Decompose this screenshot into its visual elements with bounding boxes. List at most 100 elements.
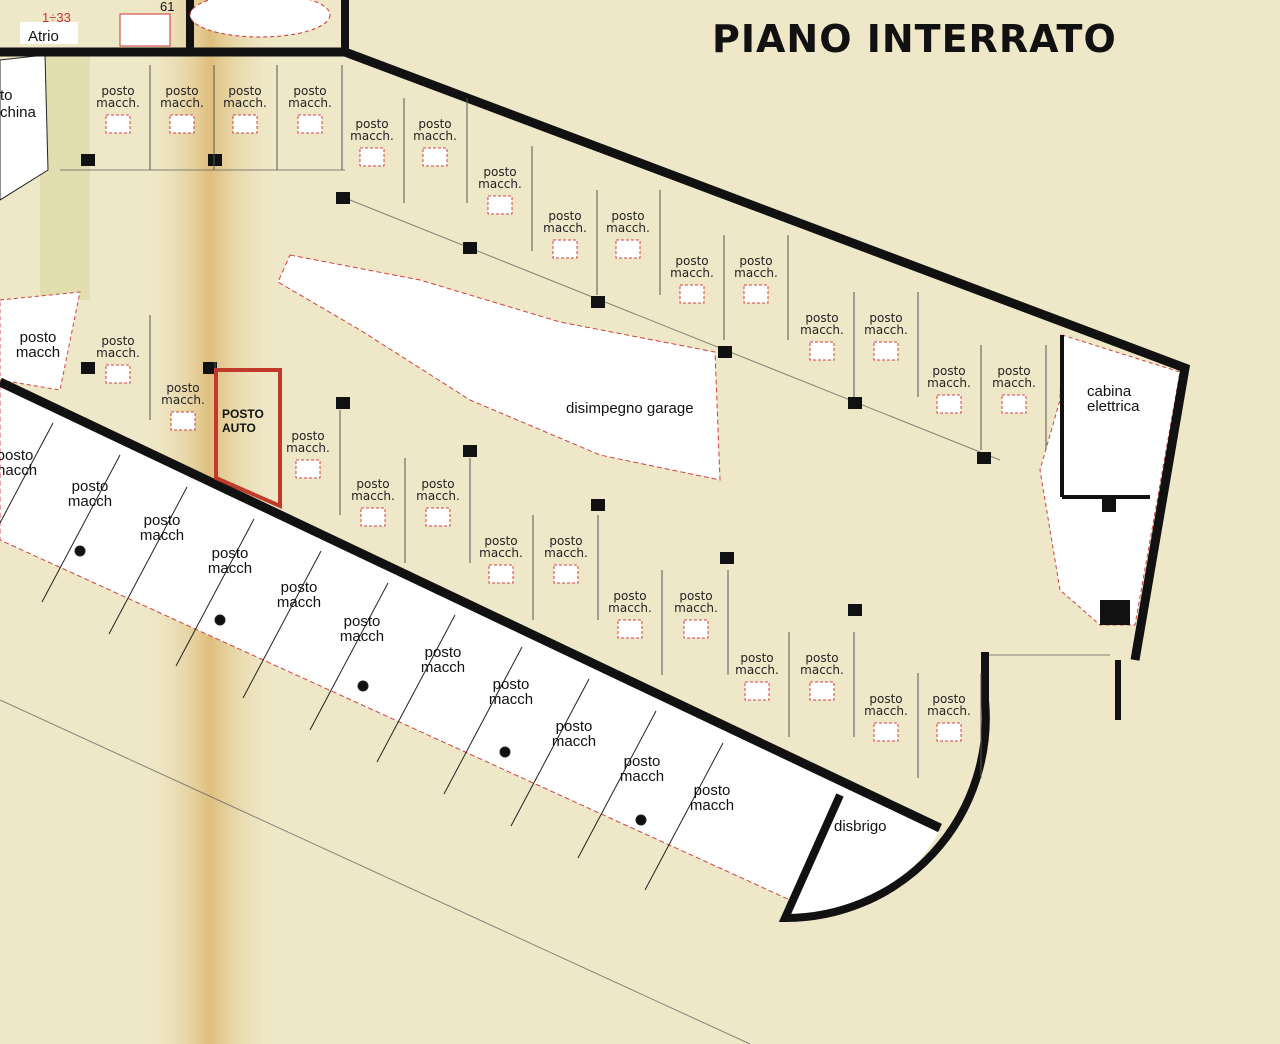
- posto-auto-label-1: POSTO: [222, 407, 264, 421]
- stall-label-2: macch.: [286, 441, 330, 455]
- stall-label-2: macch.: [992, 376, 1036, 390]
- band-divider: [41, 454, 121, 603]
- garden-area: [40, 55, 90, 300]
- stall-label-2: macch.: [479, 546, 523, 560]
- band-label-1: posto: [556, 718, 593, 735]
- band-divider: [0, 422, 54, 524]
- column-dot: [74, 545, 86, 557]
- stall-label-1: posto: [739, 254, 772, 268]
- band-divider: [577, 710, 657, 859]
- partial-label-mid: china: [0, 104, 37, 121]
- disimpegno-area: [277, 254, 721, 481]
- band-label-2: macch: [0, 462, 37, 479]
- stall-label-1: posto: [997, 364, 1030, 378]
- cabina-label-1: cabina: [1087, 383, 1132, 400]
- left-room: [0, 54, 49, 201]
- stall-label-1: posto: [932, 364, 965, 378]
- stall-label-2: macch.: [927, 704, 971, 718]
- car-symbol: [487, 195, 513, 215]
- car-symbol: [295, 459, 321, 479]
- car-symbol: [170, 411, 196, 431]
- stall-label-2: macch.: [350, 129, 394, 143]
- car-symbol: [873, 341, 899, 361]
- stall-label-2: macch.: [800, 323, 844, 337]
- room-number: 61: [160, 0, 174, 14]
- stall-label-1: posto: [679, 589, 712, 603]
- posto-auto-highlight[interactable]: [214, 368, 282, 510]
- car-symbol: [744, 681, 770, 701]
- stall-label-1: posto: [805, 311, 838, 325]
- top-room: [189, 0, 331, 38]
- car-symbol: [809, 681, 835, 701]
- band-label-1: posto: [20, 329, 57, 346]
- band-divider: [443, 646, 523, 795]
- structural-pillar: [591, 296, 605, 308]
- stall-label-2: macch.: [161, 393, 205, 407]
- stall-label-2: macch.: [800, 663, 844, 677]
- band-label-1: posto: [212, 545, 249, 562]
- band-label-2: macch: [489, 691, 533, 708]
- column-dot: [357, 680, 369, 692]
- band-divider: [242, 550, 322, 699]
- band-label-2: macch: [552, 733, 596, 750]
- band-label-2: macch: [16, 344, 60, 361]
- structural-pillar: [463, 445, 477, 457]
- stall-label-2: macch.: [864, 323, 908, 337]
- car-symbol: [936, 394, 962, 414]
- grid-line: [0, 699, 751, 1044]
- structural-pillar: [848, 604, 862, 616]
- column-dot: [635, 814, 647, 826]
- stall-label-2: macch.: [543, 221, 587, 235]
- stall-label-1: posto: [675, 254, 708, 268]
- band-divider: [376, 614, 456, 763]
- band-label-2: macch: [140, 527, 184, 544]
- posto-auto-label-2: AUTO: [222, 421, 256, 435]
- band-divider: [108, 486, 188, 635]
- stall-label-1: posto: [355, 117, 388, 131]
- disimpegno-label: disimpegno garage: [566, 400, 694, 417]
- structural-pillar: [591, 499, 605, 511]
- stall-label-2: macch.: [416, 489, 460, 503]
- cabina-area: [1039, 334, 1181, 626]
